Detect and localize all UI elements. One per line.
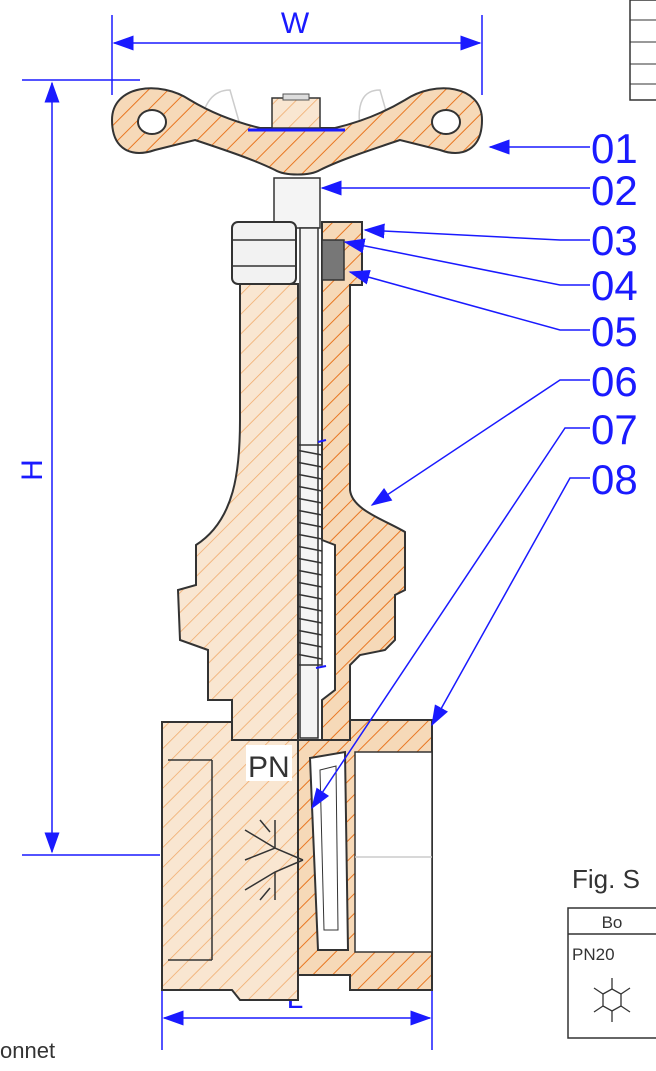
stem-threads	[295, 444, 323, 666]
dimension-w-label: W	[281, 7, 310, 40]
legend-table: Bo PN20	[567, 907, 656, 1039]
legend-table-cell: PN20	[572, 945, 615, 964]
legend-table-header: Bo	[602, 913, 623, 932]
callout-07: 07	[591, 406, 638, 453]
callouts: 01 02 03 04 05 06 07 08	[311, 125, 638, 810]
valve-body	[161, 719, 433, 1001]
body-marking-pn: PN	[248, 751, 290, 784]
hex-packing-nut	[231, 221, 297, 285]
callout-02: 02	[591, 167, 638, 214]
dimension-h: H	[16, 79, 160, 856]
callout-05: 05	[591, 308, 638, 355]
callout-04: 04	[591, 262, 638, 309]
callout-06: 06	[591, 358, 638, 405]
snowflake-icon	[244, 819, 304, 901]
snowflake-icon	[593, 978, 631, 1022]
handwheel	[110, 87, 484, 176]
parts-table-fragment	[629, 0, 656, 101]
bonnet-right-section	[315, 221, 406, 741]
dimension-w: W	[111, 7, 483, 95]
stem	[273, 177, 323, 739]
bottom-text-fragment: onnet	[0, 1038, 55, 1063]
handwheel-nut	[271, 97, 321, 129]
dimension-h-label: H	[16, 459, 49, 481]
callout-03: 03	[591, 217, 638, 264]
gland-packing	[321, 239, 345, 281]
figure-caption: Fig. S	[572, 864, 640, 894]
bonnet-left	[176, 283, 299, 741]
callout-01: 01	[591, 125, 638, 172]
callout-08: 08	[591, 456, 638, 503]
